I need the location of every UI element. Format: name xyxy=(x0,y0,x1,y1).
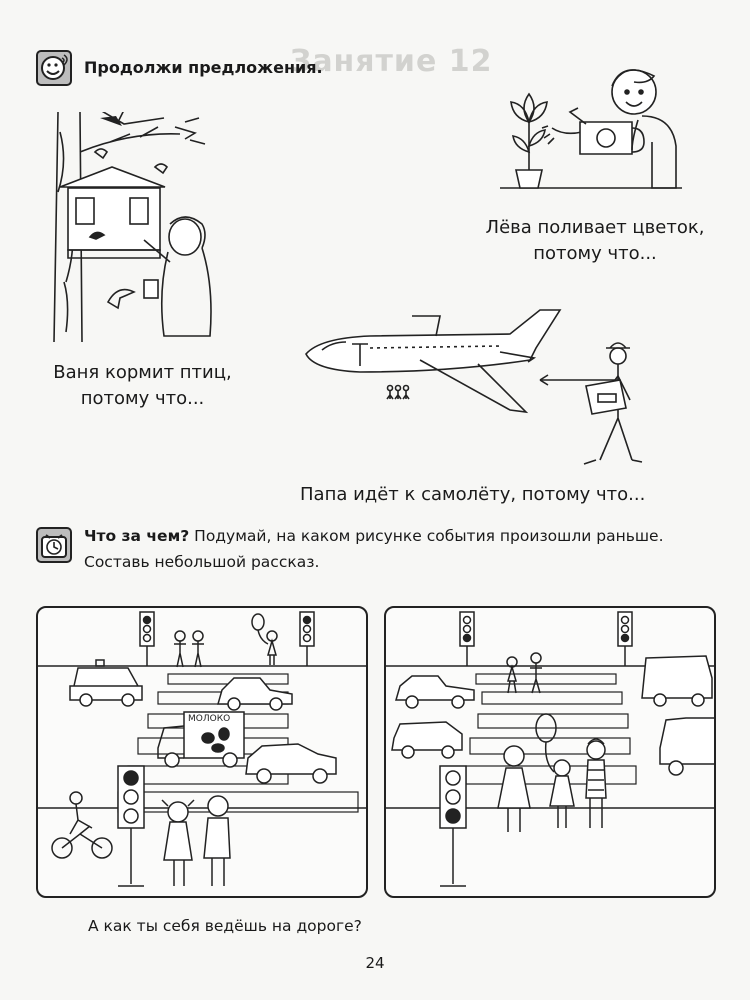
street-scene-right xyxy=(386,611,714,887)
caption-papa: Папа идёт к самолёту, потому что... xyxy=(300,484,646,505)
speech-face-icon xyxy=(36,50,72,86)
task2-title: Что за чем? xyxy=(84,527,190,545)
caption-vanya: Ваня кормит птиц, потому что... xyxy=(30,360,255,412)
caption-lyova: Лёва поливает цветок, потому что... xyxy=(470,215,720,267)
truck-sign: МОЛОКО xyxy=(188,714,230,724)
page-number: 24 xyxy=(365,954,385,972)
caption-lyova-line1: Лёва поливает цветок, xyxy=(485,217,705,238)
caption-vanya-line2: потому что... xyxy=(80,388,205,409)
task2-line1: Что за чем? Подумай, на каком рисунке со… xyxy=(84,527,664,545)
airplane-illustration xyxy=(305,309,643,465)
task2-line2: Составь небольшой рассказ. xyxy=(84,553,320,571)
task2-instruction: Подумай, на каком рисунке события произо… xyxy=(189,527,664,545)
street-scene-left: МОЛОКО xyxy=(38,611,366,887)
watering-flower-illustration xyxy=(500,69,682,189)
task1-title: Продолжи предложения. xyxy=(84,58,323,77)
question-text: А как ты себя ведёшь на дороге? xyxy=(88,917,362,935)
street-panel-left: МОЛОКО xyxy=(36,606,368,898)
caption-lyova-line2: потому что... xyxy=(533,243,657,264)
street-panel-right xyxy=(384,606,716,898)
birdhouse-illustration xyxy=(53,112,212,342)
caption-vanya-line1: Ваня кормит птиц, xyxy=(53,362,232,383)
clock-icon xyxy=(36,527,72,563)
